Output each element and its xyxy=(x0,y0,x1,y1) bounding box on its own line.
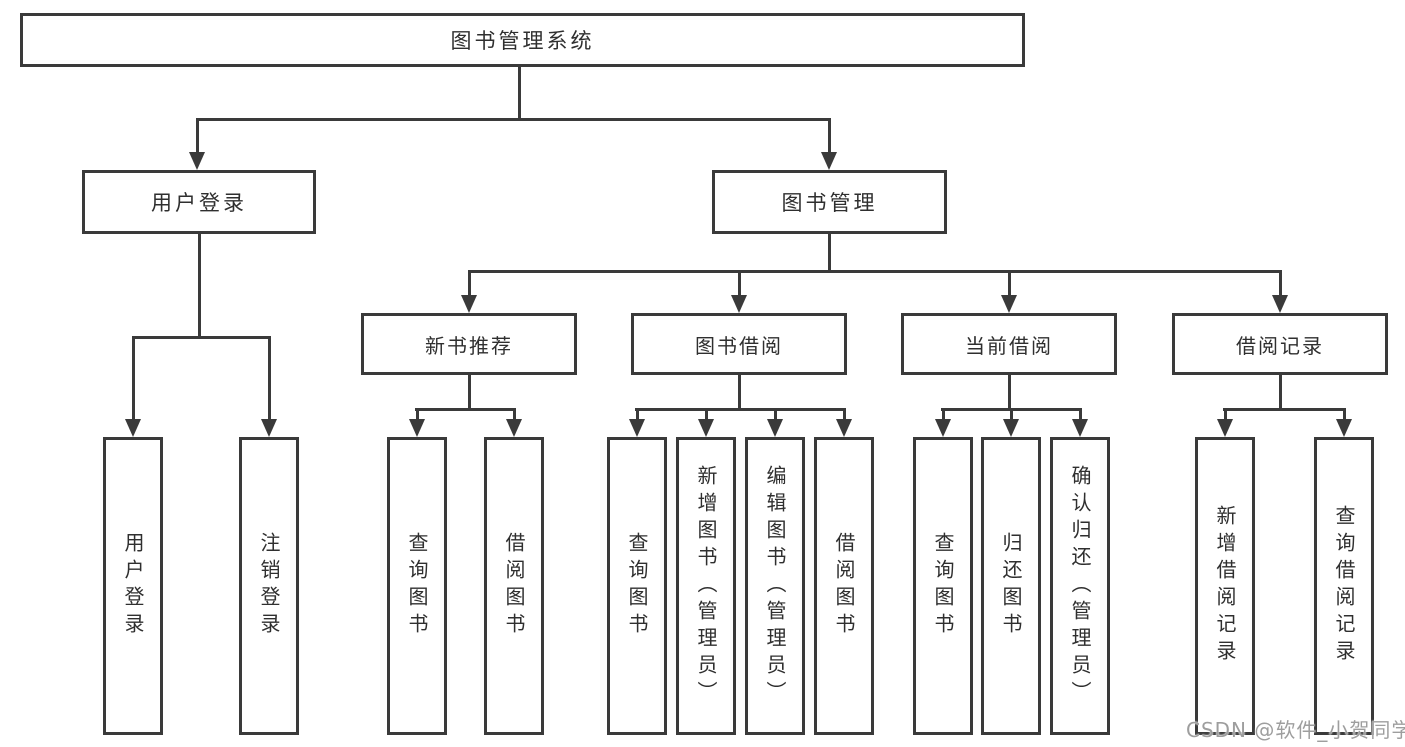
node-current-borrow-label: 当前借阅 xyxy=(965,333,1053,358)
leaf-confirm-return-admin: 确认归还（管理员） xyxy=(1050,437,1110,735)
arrowhead xyxy=(698,419,714,437)
connector-drop xyxy=(513,408,516,421)
connector-drop-new-book xyxy=(468,270,471,297)
connector-drop-user-login xyxy=(196,118,199,155)
connector-drop xyxy=(416,408,419,421)
connector-root-rail xyxy=(196,118,831,121)
connector-drop xyxy=(942,408,945,421)
arrowhead xyxy=(1072,419,1088,437)
leaf-user-login: 用户登录 xyxy=(103,437,163,735)
connector-book-borrow-rail xyxy=(635,408,845,411)
leaf-logout: 注销登录 xyxy=(239,437,299,735)
arrowhead xyxy=(836,419,852,437)
arrowhead-book-borrow xyxy=(731,295,747,313)
node-new-book-recommend-label: 新书推荐 xyxy=(425,333,513,358)
arrowhead xyxy=(1217,419,1233,437)
node-user-login-label: 用户登录 xyxy=(151,191,247,215)
leaf-query-books-1-label: 查询图书 xyxy=(405,532,429,640)
connector-drop xyxy=(1079,408,1082,421)
connector-drop-current-borrow xyxy=(1008,270,1011,297)
leaf-edit-books-admin: 编辑图书（管理员） xyxy=(745,437,805,735)
node-current-borrow: 当前借阅 xyxy=(901,313,1117,375)
connector-drop xyxy=(1224,408,1227,421)
leaf-query-borrow-record: 查询借阅记录 xyxy=(1314,437,1374,735)
leaf-borrow-books-1: 借阅图书 xyxy=(484,437,544,735)
leaf-borrow-books-1-label: 借阅图书 xyxy=(502,532,526,640)
leaf-user-login-label: 用户登录 xyxy=(121,532,145,640)
leaf-add-books-admin-label: 新增图书（管理员） xyxy=(694,464,718,708)
leaf-query-books-1: 查询图书 xyxy=(387,437,447,735)
connector-book-management-stem xyxy=(828,234,831,270)
leaf-edit-books-admin-label: 编辑图书（管理员） xyxy=(763,464,787,708)
arrowhead xyxy=(409,419,425,437)
leaf-query-books-3-label: 查询图书 xyxy=(931,532,955,640)
leaf-query-books-3: 查询图书 xyxy=(913,437,973,735)
leaf-logout-label: 注销登录 xyxy=(257,532,281,640)
arrowhead-borrow-records xyxy=(1272,295,1288,313)
connector-new-book-rail xyxy=(415,408,516,411)
connector-drop xyxy=(774,408,777,421)
connector-drop-book-borrow xyxy=(738,270,741,297)
leaf-return-books-label: 归还图书 xyxy=(999,532,1023,640)
arrowhead xyxy=(506,419,522,437)
leaf-borrow-books-2-label: 借阅图书 xyxy=(832,532,856,640)
connector-current-borrow-stem xyxy=(1008,375,1011,408)
connector-book-management-rail xyxy=(468,270,1281,273)
node-book-management-label: 图书管理 xyxy=(781,191,878,215)
node-new-book-recommend: 新书推荐 xyxy=(361,313,577,375)
arrowhead xyxy=(629,419,645,437)
connector-user-login-stem xyxy=(198,234,201,336)
connector-drop-leaf-logout xyxy=(268,336,271,421)
connector-new-book-stem xyxy=(468,375,471,408)
node-library-system-label: 图书管理系统 xyxy=(450,29,595,53)
node-book-borrow: 图书借阅 xyxy=(631,313,847,375)
leaf-query-books-2: 查询图书 xyxy=(607,437,667,735)
connector-drop-leaf-login xyxy=(132,336,135,421)
arrowhead-user-login xyxy=(189,152,205,170)
arrowhead-current-borrow xyxy=(1001,295,1017,313)
node-book-borrow-label: 图书借阅 xyxy=(695,333,783,358)
arrowhead-leaf-logout xyxy=(261,419,277,437)
arrowhead xyxy=(1336,419,1352,437)
node-borrow-records: 借阅记录 xyxy=(1172,313,1388,375)
connector-drop xyxy=(843,408,846,421)
connector-drop xyxy=(1343,408,1346,421)
leaf-return-books: 归还图书 xyxy=(981,437,1041,735)
arrowhead xyxy=(767,419,783,437)
arrowhead-new-book xyxy=(461,295,477,313)
leaf-add-borrow-record: 新增借阅记录 xyxy=(1195,437,1255,735)
connector-borrow-records-rail xyxy=(1223,408,1346,411)
connector-book-borrow-stem xyxy=(738,375,741,408)
connector-user-login-rail xyxy=(132,336,271,339)
node-borrow-records-label: 借阅记录 xyxy=(1236,333,1324,358)
leaf-confirm-return-admin-label: 确认归还（管理员） xyxy=(1068,464,1092,708)
connector-drop xyxy=(705,408,708,421)
connector-drop-borrow-records xyxy=(1279,270,1282,297)
connector-drop xyxy=(636,408,639,421)
arrowhead-leaf-login xyxy=(125,419,141,437)
node-user-login: 用户登录 xyxy=(82,170,316,234)
connector-drop-book-management xyxy=(828,118,831,155)
csdn-watermark: CSDN @软件_小贺同学 xyxy=(1186,718,1405,742)
connector-drop xyxy=(1010,408,1013,421)
leaf-borrow-books-2: 借阅图书 xyxy=(814,437,874,735)
leaf-query-borrow-record-label: 查询借阅记录 xyxy=(1332,505,1356,667)
arrowhead-book-management xyxy=(821,152,837,170)
leaf-add-books-admin: 新增图书（管理员） xyxy=(676,437,736,735)
node-library-system: 图书管理系统 xyxy=(20,13,1025,67)
connector-borrow-records-stem xyxy=(1279,375,1282,408)
arrowhead xyxy=(1003,419,1019,437)
leaf-query-books-2-label: 查询图书 xyxy=(625,532,649,640)
connector-root-stem xyxy=(518,67,521,118)
leaf-add-borrow-record-label: 新增借阅记录 xyxy=(1213,505,1237,667)
arrowhead xyxy=(935,419,951,437)
node-book-management: 图书管理 xyxy=(712,170,947,234)
